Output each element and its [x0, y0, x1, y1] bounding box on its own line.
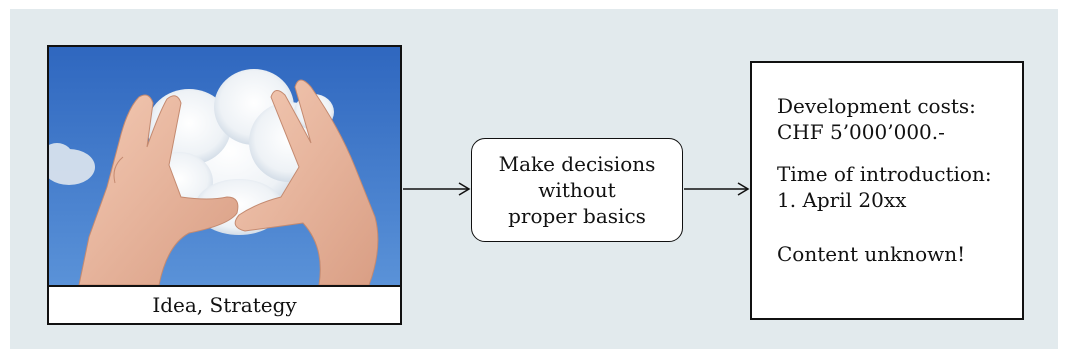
arrow-head-result — [737, 182, 750, 196]
idea-photo-box: Idea, Strategy — [47, 45, 402, 325]
content-status: Content unknown! — [777, 242, 966, 266]
development-costs-value: CHF 5’000’000.- — [777, 120, 945, 144]
decision-line-3: proper basics — [508, 204, 646, 228]
development-costs-label: Development costs: — [777, 94, 976, 118]
hands-framing-cloud-image — [49, 47, 400, 285]
decision-line-2: without — [538, 178, 616, 202]
photo-caption: Idea, Strategy — [49, 285, 400, 323]
arrow-head-decision — [458, 182, 471, 196]
introduction-value: 1. April 20xx — [777, 188, 907, 212]
decision-line-1: Make decisions — [498, 152, 656, 176]
introduction-label: Time of introduction: — [777, 162, 992, 186]
result-box: Development costs: CHF 5’000’000.- Time … — [750, 61, 1024, 320]
decision-box: Make decisions without proper basics — [471, 138, 683, 242]
